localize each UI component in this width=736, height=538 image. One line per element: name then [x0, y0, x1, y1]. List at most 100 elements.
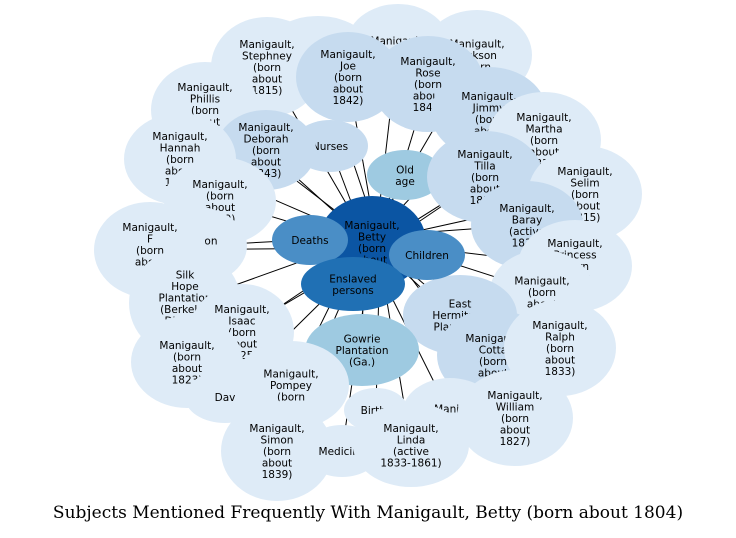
- node-label-martha: (born: [530, 135, 558, 147]
- node-label-oldage: age: [395, 176, 415, 188]
- node-ellipse-ralph: [504, 300, 616, 396]
- node-label-linda: 1833-1861): [380, 457, 441, 469]
- node-label-enslaved: persons: [332, 285, 373, 297]
- node-label-princess: Manigault,: [547, 238, 602, 250]
- node-label-tilla: (born: [471, 172, 499, 184]
- node-label-william: about: [500, 425, 530, 437]
- node-dav[interactable]: Dav: [185, 371, 265, 423]
- node-label-ralph: Manigault,: [532, 320, 587, 332]
- node-label-martha: Manigault,: [516, 112, 571, 124]
- node-label-william: 1827): [500, 436, 531, 448]
- node-label-wl: (born: [136, 245, 164, 257]
- node-label-stephney: Manigault,: [239, 39, 294, 51]
- node-label-pompey: (born: [277, 392, 305, 404]
- node-label-deborah: about: [251, 157, 281, 169]
- node-deaths[interactable]: Deaths: [272, 215, 348, 265]
- node-ellipse-linda: [353, 403, 469, 487]
- node-label-pompey: Pompey: [270, 380, 312, 392]
- node-label-simon: 1839): [262, 469, 293, 481]
- node-label-m1825: (born: [228, 327, 256, 339]
- node-label-ralph: about: [545, 355, 575, 367]
- node-label-gowrie: (Ga.): [349, 357, 375, 369]
- node-ellipse-children: [389, 230, 465, 280]
- node-label-cotta: (born: [479, 356, 507, 368]
- node-label-m1840: Manigault,: [514, 276, 569, 288]
- node-label-center-betty: (born: [358, 243, 386, 255]
- node-label-h1828: Manigault,: [152, 131, 207, 143]
- node-label-ralph: (born: [546, 343, 574, 355]
- node-label-cotta: Cotta: [479, 344, 507, 356]
- node-label-enslaved: Enslaved: [329, 273, 376, 285]
- node-ellipse-enslaved: [301, 257, 405, 311]
- node-label-stephney: about: [252, 74, 282, 86]
- node-ellipse-simon: [221, 401, 333, 501]
- node-label-tilla: Manigault,: [457, 149, 512, 161]
- node-label-rose: Rose: [415, 68, 440, 80]
- node-children[interactable]: Children: [389, 230, 465, 280]
- node-label-b1823: about: [172, 363, 202, 375]
- node-label-silkhope: Plantation: [158, 292, 211, 304]
- node-label-phillis: Phillis: [190, 94, 220, 106]
- graph-nodes: Charleston(S.C.)Manigault,ClarindaManiga…: [94, 4, 642, 501]
- node-label-silkhope: Silk: [176, 269, 195, 281]
- node-label-ralph: Ralph: [545, 332, 575, 344]
- node-label-rose: (born: [414, 79, 442, 91]
- graph-caption: Subjects Mentioned Frequently With Manig…: [52, 503, 684, 523]
- node-label-wl: Manigault,: [122, 222, 177, 234]
- node-label-wl: F: [147, 234, 153, 246]
- node-label-linda: (active: [393, 446, 429, 458]
- node-label-tilla: Tilla: [473, 161, 495, 173]
- node-label-h1828: Hannah: [160, 143, 201, 155]
- node-label-m1825: Isaac: [228, 316, 255, 328]
- node-ellipse-deaths: [272, 215, 348, 265]
- node-label-linda: Linda: [397, 434, 426, 446]
- node-label-phillis: Manigault,: [177, 82, 232, 94]
- node-label-center-betty: Manigault,: [344, 220, 399, 232]
- node-label-deborah: Manigault,: [238, 122, 293, 134]
- node-label-pompey: Manigault,: [263, 369, 318, 381]
- node-label-joe: Joe: [339, 61, 356, 73]
- node-ellipse-william: [457, 370, 573, 466]
- node-label-stephney: 1815): [252, 85, 283, 97]
- node-label-simon: Simon: [261, 435, 294, 447]
- node-label-simon: about: [262, 458, 292, 470]
- node-label-m1819: Manigault,: [192, 179, 247, 191]
- node-ellipse-oldage: [367, 150, 443, 200]
- node-label-selim: (born: [571, 189, 599, 201]
- node-label-stephney: (born: [253, 62, 281, 74]
- node-label-nurses: Nurses: [312, 141, 348, 153]
- node-label-rose: Manigault,: [400, 56, 455, 68]
- node-label-silkhope: Hope: [171, 281, 198, 293]
- node-label-ralph: 1833): [545, 366, 576, 378]
- node-label-b1823: Manigault,: [159, 340, 214, 352]
- node-label-m1825: Manigault,: [214, 304, 269, 316]
- node-label-deaths: Deaths: [291, 235, 328, 247]
- node-label-oldage: Old: [396, 164, 414, 176]
- node-label-william: Manigault,: [487, 390, 542, 402]
- node-label-m1840: (born: [528, 287, 556, 299]
- node-label-baray: Manigault,: [499, 203, 554, 215]
- node-label-william: William: [496, 402, 534, 414]
- node-ellipse-joe: [296, 32, 400, 122]
- node-label-easthermitage: East: [449, 299, 472, 311]
- node-label-baray: Baray: [512, 214, 543, 226]
- node-label-gowrie: Gowrie: [344, 334, 381, 346]
- node-ellipse-dav: [185, 371, 265, 423]
- node-label-william: (born: [501, 413, 529, 425]
- node-label-joe: 1842): [333, 95, 364, 107]
- node-label-joe: (born: [334, 72, 362, 84]
- node-label-simon: Manigault,: [249, 423, 304, 435]
- node-label-martha: Martha: [525, 124, 562, 136]
- node-label-h1828: (born: [166, 154, 194, 166]
- node-label-gowrie: Plantation: [335, 345, 388, 357]
- node-label-stephney: Stephney: [242, 51, 292, 63]
- node-label-simon: (born: [263, 446, 291, 458]
